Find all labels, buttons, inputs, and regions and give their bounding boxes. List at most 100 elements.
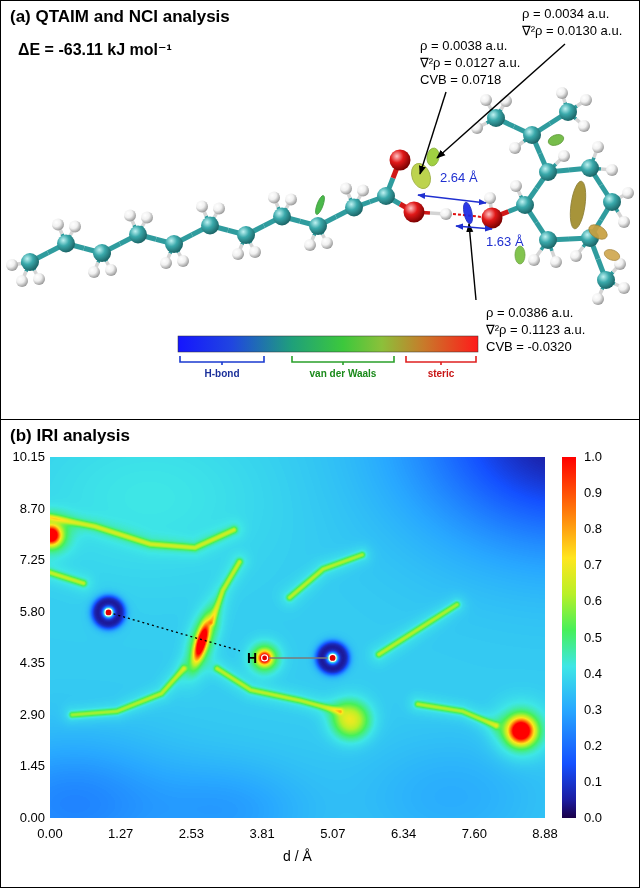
x-tick-label: 2.53: [179, 826, 204, 842]
atom-sphere: [550, 256, 562, 268]
atom-sphere: [268, 192, 280, 204]
nci-surface: [314, 195, 326, 216]
y-tick-label: 1.45: [20, 759, 45, 775]
atom-sphere: [528, 254, 540, 266]
x-tick-label: 3.81: [249, 826, 274, 842]
colorbar-tick-label: 0.9: [584, 485, 602, 501]
atom-sphere: [93, 244, 111, 262]
nci-surface: [462, 201, 474, 224]
colorbar-tick-label: 0.7: [584, 558, 602, 574]
atom-sphere: [597, 271, 615, 289]
nci-color-bar: [178, 336, 478, 352]
atom-sphere: [559, 103, 577, 121]
atom-sphere: [440, 208, 452, 220]
density-value: ρ = 0.0386 a.u.: [486, 305, 573, 321]
atom-marker: [105, 609, 112, 616]
atom-sphere: [484, 192, 496, 204]
atom-sphere: [232, 248, 244, 260]
atom-sphere: [105, 264, 117, 276]
atom-sphere: [523, 126, 541, 144]
atom-sphere: [558, 150, 570, 162]
iri-color-bar: [562, 457, 576, 818]
nci-range-label: van der Waals: [310, 368, 377, 380]
colorbar-tick-label: 0.3: [584, 702, 602, 718]
density-value: ρ = 0.0034 a.u.: [522, 6, 609, 22]
leader-arrow: [437, 44, 565, 158]
atom-sphere: [480, 94, 492, 106]
atom-sphere: [510, 180, 522, 192]
range-bracket: [292, 356, 394, 365]
atom-sphere: [578, 120, 590, 132]
atom-sphere: [556, 87, 568, 99]
atom-sphere: [141, 212, 153, 224]
cvb-value: CVB = 0.0718: [420, 72, 501, 88]
atom-sphere: [69, 221, 81, 233]
atom-sphere: [88, 266, 100, 278]
atom-sphere: [309, 217, 327, 235]
laplacian-value: ∇²ρ = 0.1123 a.u.: [486, 322, 585, 338]
atom-sphere: [304, 239, 316, 251]
x-tick-label: 1.27: [108, 826, 133, 842]
atom-sphere: [509, 142, 521, 154]
atom-sphere: [482, 208, 503, 229]
x-tick-label: 0.00: [37, 826, 62, 842]
bond-path: [269, 657, 328, 659]
atom-sphere: [377, 187, 395, 205]
distance-arrow: [418, 195, 486, 203]
atom-label: H: [247, 650, 257, 667]
atom-sphere: [581, 159, 599, 177]
atom-sphere: [357, 185, 369, 197]
atom-sphere: [592, 293, 604, 305]
atom-sphere: [592, 141, 604, 153]
x-tick-label: 8.88: [532, 826, 557, 842]
y-tick-label: 2.90: [20, 707, 45, 723]
nci-surface: [547, 133, 565, 148]
atom-sphere: [618, 216, 630, 228]
atom-sphere: [618, 282, 630, 294]
nci-surface: [586, 222, 609, 242]
nci-surface: [515, 246, 525, 264]
laplacian-value: ∇²ρ = 0.0130 a.u.: [522, 23, 622, 39]
atom-sphere: [622, 187, 634, 199]
atom-sphere: [340, 183, 352, 195]
y-tick-label: 5.80: [20, 604, 45, 620]
bond-path-dotted: [114, 614, 240, 651]
atom-sphere: [177, 255, 189, 267]
nci-range-label: steric: [428, 368, 455, 380]
atom-sphere: [201, 217, 219, 235]
iri-heatmap: [50, 457, 545, 818]
nci-surface: [603, 248, 621, 263]
y-tick-label: 7.25: [20, 552, 45, 568]
laplacian-value: ∇²ρ = 0.0127 a.u.: [420, 55, 520, 71]
atom-sphere: [129, 226, 147, 244]
density-value: ρ = 0.0038 a.u.: [420, 38, 507, 54]
panel-a: (a) QTAIM and NCI analysis: [0, 0, 640, 420]
atom-sphere: [124, 210, 136, 222]
nci-isosurfaces: [314, 133, 621, 264]
y-tick-label: 10.15: [12, 449, 45, 465]
atom-sphere: [321, 237, 333, 249]
atom-sphere: [471, 122, 483, 134]
atom-sphere: [539, 163, 557, 181]
atom-sphere: [404, 202, 425, 223]
atom-sphere: [273, 208, 291, 226]
atom-sphere: [21, 253, 39, 271]
distance-label: 2.64 Å: [440, 170, 478, 186]
atom-markers: [105, 609, 336, 662]
distance-arrow: [456, 226, 492, 229]
atom-sphere: [249, 246, 261, 258]
atom-sphere: [345, 199, 363, 217]
atom-sphere: [285, 194, 297, 206]
nci-range-label: H-bond: [205, 368, 240, 380]
axis-title: d / Å: [283, 848, 312, 865]
x-tick-label: 5.07: [320, 826, 345, 842]
range-bracket: [406, 356, 476, 365]
atom-sphere: [16, 275, 28, 287]
atom-sphere: [213, 203, 225, 215]
y-tick-label: 4.35: [20, 655, 45, 671]
atom-sphere: [160, 257, 172, 269]
molecule: [6, 87, 634, 305]
colorbar-tick-label: 1.0: [584, 449, 602, 465]
atom-sphere: [390, 150, 411, 171]
cvb-value: CVB = -0.0320: [486, 339, 572, 355]
